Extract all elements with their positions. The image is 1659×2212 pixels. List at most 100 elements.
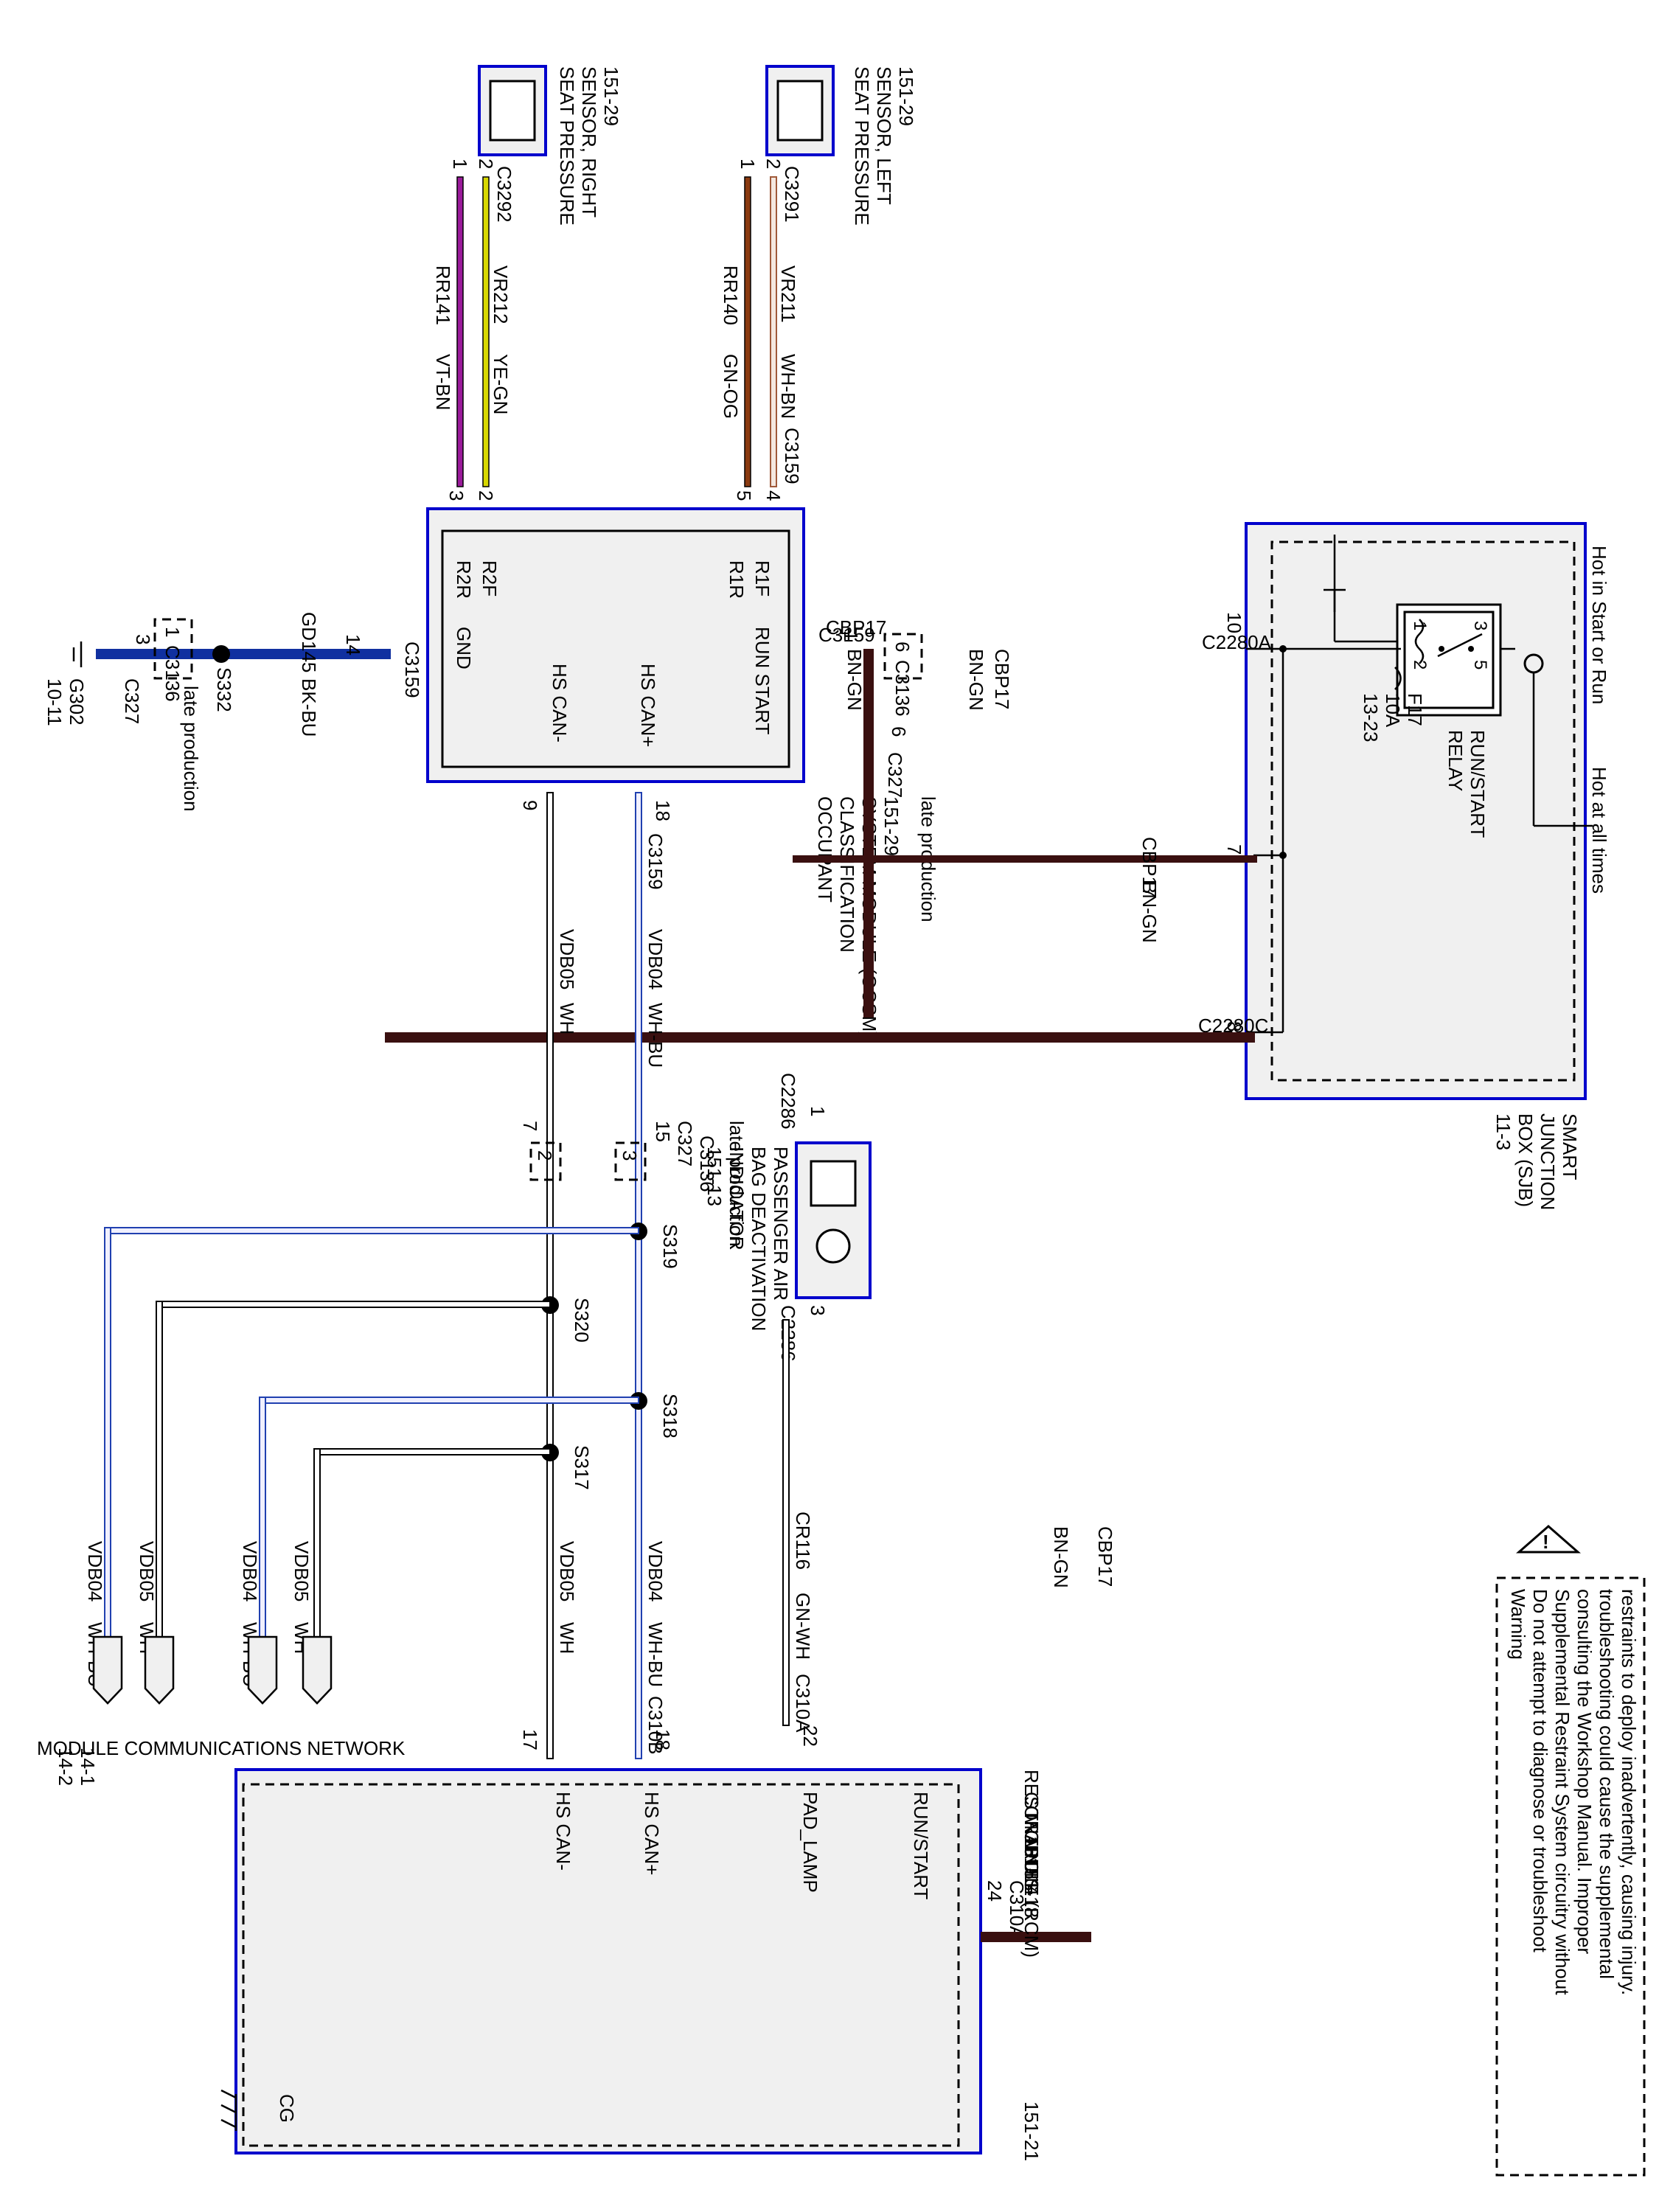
svg-text:24: 24 xyxy=(984,1880,1006,1902)
svg-text:CR116: CR116 xyxy=(792,1512,814,1570)
wire-gd145 xyxy=(96,649,391,659)
svg-text:C3291: C3291 xyxy=(781,166,803,223)
svg-text:GD145: GD145 xyxy=(298,612,320,672)
svg-text:JUNCTION: JUNCTION xyxy=(1537,1113,1559,1210)
svg-text:BN-GN: BN-GN xyxy=(1050,1526,1072,1588)
svg-text:10A: 10A xyxy=(1382,693,1404,728)
svg-text:BAG DEACTIVATION: BAG DEACTIVATION xyxy=(748,1147,770,1331)
svg-text:VDB05: VDB05 xyxy=(291,1541,313,1601)
svg-text:2: 2 xyxy=(534,1150,556,1161)
svg-text:RUN/START: RUN/START xyxy=(1467,730,1489,838)
svg-text:RUN/START: RUN/START xyxy=(910,1792,932,1899)
wire-vr211 xyxy=(770,176,777,487)
wire-vdb05 xyxy=(546,792,554,1759)
svg-text:1: 1 xyxy=(840,630,862,641)
svg-text:S332: S332 xyxy=(213,667,235,712)
ocsm-module: R1F R1R R2F R2R RUN START GND HS CAN+ HS… xyxy=(426,507,902,1038)
svg-text:3: 3 xyxy=(1470,621,1490,630)
svg-text:3: 3 xyxy=(807,1305,829,1315)
wire-cbp17-indicator xyxy=(793,855,1257,863)
svg-text:S317: S317 xyxy=(571,1445,593,1490)
svg-text:WH-BU: WH-BU xyxy=(644,1003,667,1068)
svg-text:OCCUPANT: OCCUPANT xyxy=(814,796,836,902)
seat-pressure-sensor-left: SEAT PRESSURE SENSOR, LEFT 151-29 1 2 C3… xyxy=(737,65,917,226)
run-start-relay xyxy=(1396,603,1502,717)
svg-text:VDB05: VDB05 xyxy=(556,929,578,990)
svg-text:WH: WH xyxy=(556,1003,578,1034)
svg-text:11-3: 11-3 xyxy=(1492,1113,1514,1150)
wire-vdb04 xyxy=(635,792,642,1759)
svg-text:CLASSIFICATION: CLASSIFICATION xyxy=(836,796,858,953)
svg-text:PASSENGER AIR: PASSENGER AIR xyxy=(770,1147,792,1301)
svg-text:MODULE COMMUNICATIONS NETWORK: MODULE COMMUNICATIONS NETWORK xyxy=(37,1737,406,1759)
sensor-wires: VR211 WH-BN RR140 GN-OG VR212 YE-GN RR14… xyxy=(432,176,803,501)
svg-text:PAD_LAMP: PAD_LAMP xyxy=(799,1792,821,1893)
svg-text:151-29: 151-29 xyxy=(600,66,622,126)
svg-text:RR141: RR141 xyxy=(432,265,454,325)
resistor-icon xyxy=(810,1160,857,1207)
svg-text:14: 14 xyxy=(342,634,364,655)
svg-text:C310B: C310B xyxy=(644,1696,667,1755)
svg-text:VDB05: VDB05 xyxy=(556,1541,578,1601)
warning-title: Warning xyxy=(1507,1589,1529,1660)
passenger-airbag-indicator: PASSENGER AIR BAG DEACTIVATION INDICATOR… xyxy=(703,1073,872,1747)
svg-text:C327: C327 xyxy=(674,1121,696,1166)
svg-text:C310A: C310A xyxy=(1006,1880,1028,1939)
svg-text:3: 3 xyxy=(619,1150,641,1161)
svg-text:RELAY: RELAY xyxy=(1444,730,1467,791)
svg-text:BK-BU: BK-BU xyxy=(298,678,320,737)
svg-text:late production: late production xyxy=(180,686,202,812)
svg-text:BN-GN: BN-GN xyxy=(965,649,987,711)
svg-text:Supplemental Restraint System: Supplemental Restraint System circuitry … xyxy=(1551,1589,1573,1995)
svg-text:C2280A: C2280A xyxy=(1202,631,1272,653)
svg-text:restraints to deploy inadverte: restraints to deploy inadvertently, caus… xyxy=(1618,1589,1640,1995)
wire-cr116 xyxy=(782,1319,790,1726)
svg-text:2: 2 xyxy=(1410,660,1430,669)
svg-text:VDB04: VDB04 xyxy=(644,1541,667,1601)
svg-text:C3292: C3292 xyxy=(493,166,515,223)
svg-text:10: 10 xyxy=(1223,612,1245,633)
svg-text:C3159: C3159 xyxy=(818,624,875,646)
rcm-module: RUN/START PAD_LAMP HS CAN+ HS CAN- CG C3… xyxy=(220,1768,1091,2161)
svg-text:7: 7 xyxy=(1223,844,1245,855)
svg-text:GND: GND xyxy=(453,627,475,669)
svg-text:BN-GN: BN-GN xyxy=(844,649,866,711)
svg-text:BN-GN: BN-GN xyxy=(1138,881,1161,943)
svg-text:CBP17: CBP17 xyxy=(991,649,1013,709)
wire-vr212 xyxy=(482,176,490,487)
svg-text:14-1: 14-1 xyxy=(77,1747,99,1786)
splice-s332 xyxy=(212,645,230,663)
ground-g302-icon xyxy=(72,641,83,667)
svg-text:VT-BN: VT-BN xyxy=(432,354,454,411)
seat-pressure-sensor-right: SEAT PRESSURE SENSOR, RIGHT 151-29 1 2 C… xyxy=(449,65,622,226)
svg-text:MODULE (RCM): MODULE (RCM) xyxy=(1020,1814,1043,1958)
svg-text:R1R: R1R xyxy=(726,560,748,599)
svg-text:6: 6 xyxy=(888,726,910,737)
svg-text:VDB04: VDB04 xyxy=(644,929,667,990)
svg-text:3: 3 xyxy=(445,490,467,501)
svg-text:SMART: SMART xyxy=(1559,1113,1581,1180)
svg-text:15: 15 xyxy=(652,1121,674,1142)
wire-rr140 xyxy=(744,176,751,487)
svg-text:HS CAN+: HS CAN+ xyxy=(641,1792,663,1875)
wire-rr141 xyxy=(456,176,464,487)
sjb-ground-icon xyxy=(1324,588,1346,612)
network-branches: VDB04 WH-BU VDB05 WH VDB04 WH-BU VDB05 W… xyxy=(37,1227,639,1786)
svg-text:151-21: 151-21 xyxy=(1020,2101,1043,2161)
svg-text:Do not attempt to diagnose or: Do not attempt to diagnose or troublesho… xyxy=(1529,1589,1551,1953)
svg-text:SEAT PRESSURE: SEAT PRESSURE xyxy=(556,66,578,226)
svg-text:C327: C327 xyxy=(884,752,906,798)
svg-text:HS CAN+: HS CAN+ xyxy=(637,664,659,747)
svg-text:VDB04: VDB04 xyxy=(239,1541,261,1601)
svg-text:151-14: 151-14 xyxy=(1020,1836,1043,1896)
svg-text:C3159: C3159 xyxy=(781,428,803,484)
svg-text:5: 5 xyxy=(733,490,755,501)
smart-junction-box: SMART JUNCTION BOX (SJB) 11-3 Hot in Sta… xyxy=(1198,522,1610,1210)
svg-text:18: 18 xyxy=(652,1729,674,1750)
wire-cbp17-rcm xyxy=(385,1032,1255,1043)
svg-text:SEAT PRESSURE: SEAT PRESSURE xyxy=(851,66,873,226)
svg-text:1: 1 xyxy=(1410,621,1430,630)
bulb-icon xyxy=(815,1228,851,1264)
svg-text:WH: WH xyxy=(556,1622,578,1654)
svg-text:BOX (SJB): BOX (SJB) xyxy=(1514,1113,1537,1207)
